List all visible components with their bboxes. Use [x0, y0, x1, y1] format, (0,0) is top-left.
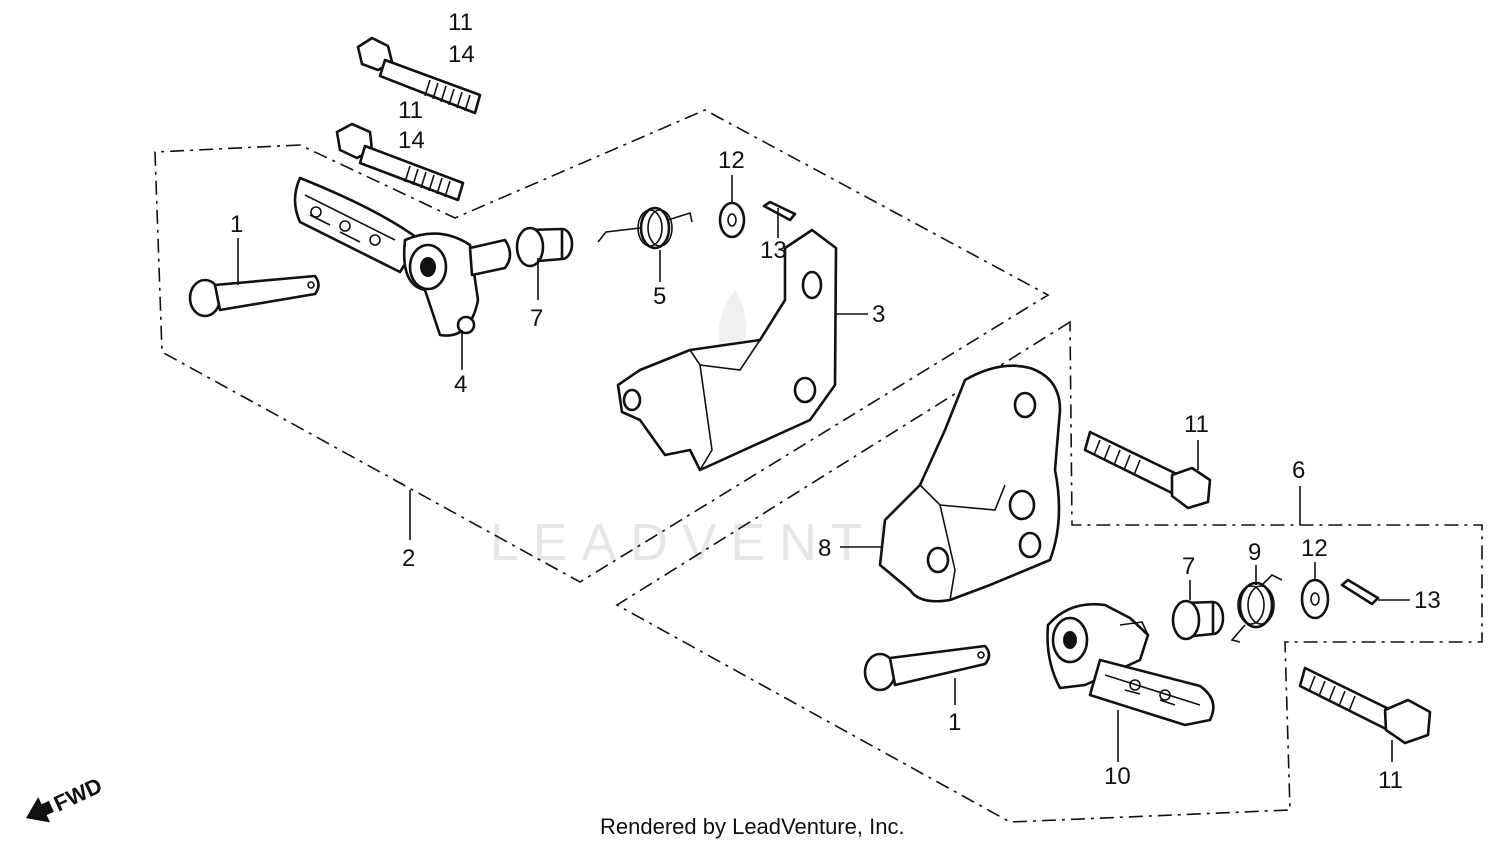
washer-right [1300, 578, 1330, 620]
callout-13-right: 13 [1414, 587, 1441, 614]
callout-13-left: 13 [760, 237, 787, 264]
callout-11-mid: 11 [398, 97, 423, 124]
callout-14-top: 14 [448, 41, 475, 68]
clevis-pin-right [863, 644, 991, 692]
cotter-pin-right [1340, 578, 1380, 606]
arrow-left-icon [26, 797, 54, 823]
callout-4: 4 [454, 371, 467, 398]
callout-2: 2 [402, 545, 415, 572]
callout-12-right: 12 [1301, 535, 1328, 562]
bolt-top [356, 36, 482, 115]
bracket-right [878, 364, 1062, 603]
callout-5: 5 [653, 283, 666, 310]
spring-left [597, 206, 693, 250]
callout-7-left: 7 [530, 305, 543, 332]
bolt-right-lower [1298, 666, 1432, 745]
callout-12-left: 12 [718, 147, 745, 174]
callout-1-right: 1 [948, 709, 961, 736]
callout-1-left: 1 [230, 211, 243, 238]
bolt-middle [335, 122, 465, 202]
collar-left [515, 226, 574, 268]
bracket-left [616, 228, 838, 472]
callout-7-right: 7 [1182, 553, 1195, 580]
callouts: 11 14 11 14 12 13 1 7 5 3 4 2 11 6 8 7 9… [230, 9, 1441, 794]
left-footpeg [293, 176, 512, 337]
callout-8: 8 [818, 535, 831, 562]
leader-lines [237, 175, 1410, 762]
callout-10: 10 [1104, 763, 1131, 790]
callout-6: 6 [1292, 457, 1305, 484]
collar-right [1171, 599, 1225, 641]
footer-credit: Rendered by LeadVenture, Inc. [600, 814, 905, 839]
washer-left [718, 201, 746, 239]
clevis-pin-left [188, 274, 320, 318]
callout-11-right-a: 11 [1184, 411, 1209, 438]
fwd-marker: FWD [26, 773, 106, 823]
right-group-boundary [615, 320, 1483, 823]
left-group-boundary [154, 109, 1050, 583]
bolt-right-upper [1083, 430, 1212, 510]
callout-3: 3 [872, 301, 885, 328]
callout-14-mid: 14 [398, 127, 425, 154]
callout-11-right-b: 11 [1378, 767, 1403, 794]
callout-9: 9 [1248, 539, 1261, 566]
spring-right [1230, 574, 1283, 643]
callout-11-top: 11 [448, 9, 473, 36]
cotter-pin-left [762, 200, 797, 222]
fwd-label: FWD [50, 773, 106, 817]
right-footpeg [1046, 602, 1215, 727]
